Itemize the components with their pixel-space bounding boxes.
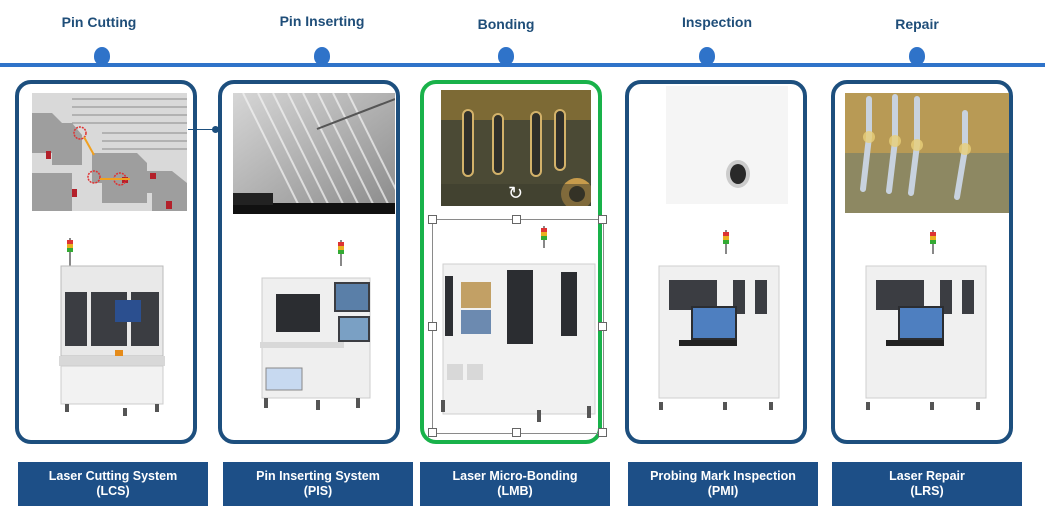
resize-handle-top[interactable] (512, 215, 521, 224)
resize-handle-bottom-right[interactable] (598, 428, 607, 437)
stage-title-cutting: Pin Cutting (61, 14, 137, 30)
laser-repair-photo (845, 93, 1009, 213)
connector-line (188, 129, 216, 130)
caption-lrs-code: (LRS) (910, 484, 944, 498)
caption-pmi: Probing Mark Inspection (PMI) (628, 462, 818, 506)
lcs-machine-image (55, 238, 167, 418)
connector-dot (212, 126, 219, 133)
caption-pis-name: Pin Inserting System (256, 469, 380, 483)
timeline-dot-bonding (498, 47, 514, 65)
stage-title-inspection: Inspection (681, 14, 752, 30)
resize-handle-top-right[interactable] (598, 215, 607, 224)
pmi-machine-image (651, 228, 783, 412)
lmb-machine-image (437, 224, 597, 428)
pin-inserting-photo (233, 93, 395, 214)
timeline-dot-cutting (94, 47, 110, 65)
resize-handle-top-left[interactable] (428, 215, 437, 224)
caption-lcs-code: (LCS) (96, 484, 130, 498)
pis-machine-image (256, 238, 376, 414)
caption-lrs: Laser Repair (LRS) (832, 462, 1022, 506)
timeline-dot-inserting (314, 47, 330, 65)
caption-lrs-name: Laser Repair (889, 469, 965, 483)
stage-title-bonding: Bonding (477, 16, 535, 32)
caption-lcs: Laser Cutting System (LCS) (18, 462, 208, 506)
resize-handle-bottom-left[interactable] (428, 428, 437, 437)
bonding-photo (441, 90, 591, 206)
resize-handle-bottom[interactable] (512, 428, 521, 437)
stage-title-repair: Repair (895, 16, 939, 32)
stage-title-inserting: Pin Inserting (279, 13, 365, 29)
caption-lmb-code: (LMB) (497, 484, 533, 498)
pin-cutting-diagram (32, 93, 187, 211)
caption-pmi-name: Probing Mark Inspection (650, 469, 796, 483)
lrs-machine-image (858, 228, 990, 412)
caption-pis-code: (PIS) (303, 484, 333, 498)
resize-handle-left[interactable] (428, 322, 437, 331)
caption-lmb: Laser Micro-Bonding (LMB) (420, 462, 610, 506)
caption-lmb-name: Laser Micro-Bonding (452, 469, 578, 483)
process-timeline (0, 63, 1045, 67)
caption-pmi-code: (PMI) (707, 484, 739, 498)
caption-lcs-name: Laser Cutting System (48, 469, 178, 483)
caption-pis: Pin Inserting System (PIS) (223, 462, 413, 506)
timeline-dot-inspection (699, 47, 715, 65)
rotate-handle-icon[interactable]: ↻ (508, 183, 524, 203)
timeline-dot-repair (909, 47, 925, 65)
resize-handle-right[interactable] (598, 322, 607, 331)
probing-mark-photo (666, 86, 788, 204)
